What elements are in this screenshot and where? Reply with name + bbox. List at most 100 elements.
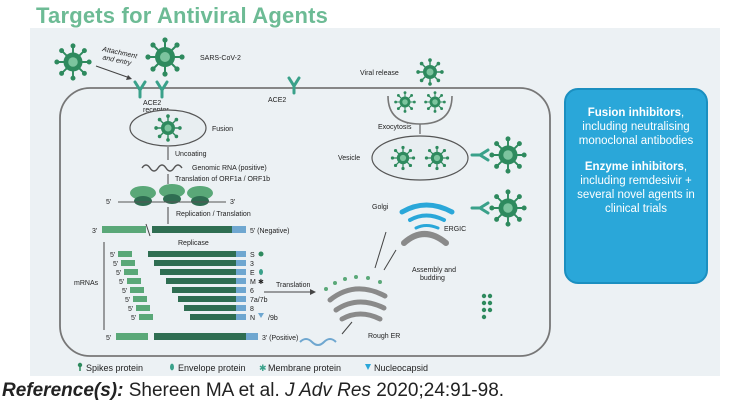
negative-label: 5' (Negative): [250, 228, 289, 235]
mrna-five-prime: 5': [131, 315, 136, 322]
virus-icon: [153, 113, 183, 143]
membrane-icon: ✱: [259, 364, 267, 374]
virus-label: SARS-CoV-2: [200, 55, 241, 62]
negative-three-prime: 3': [92, 228, 97, 235]
rough-er: [327, 286, 388, 322]
mrna-gene-label: M: [250, 279, 256, 286]
mrna-gene-label: 3: [250, 261, 254, 268]
envelope-icon: [170, 363, 174, 371]
ace2-receptor-icon: [133, 76, 301, 99]
translation-orf-label: Translation of ORF1a / ORF1b: [175, 176, 270, 183]
mrna-row: 5' E: [116, 269, 255, 277]
mrna-five-prime: 5': [110, 252, 115, 259]
mrna-gene-label: S: [250, 252, 255, 259]
attachment-label: Attachmentand entry: [99, 46, 139, 68]
ace2-label: ACE2: [268, 97, 286, 104]
mrna-row: 5' M: [119, 278, 256, 286]
golgi-organelle: [399, 202, 455, 230]
rough-er-label: Rough ER: [368, 333, 400, 340]
vesicle-label: Vesicle: [338, 155, 360, 162]
assembly-arrow: [383, 249, 397, 271]
fusion-inhibitors-text: Fusion inhibitors, including neutralisin…: [578, 107, 694, 147]
mrna-five-prime: 5': [113, 261, 118, 268]
entry-arrowhead: [126, 75, 132, 80]
golgi-label: Golgi: [372, 204, 389, 211]
nucleocapsid-icon: [365, 364, 371, 370]
mrna-five-prime: 5': [119, 279, 124, 286]
mrna-gene-label: 7a/7b: [250, 297, 268, 304]
positive-label: 3' (Positive): [262, 335, 298, 342]
positive-strand: [116, 333, 258, 340]
virus-icon: [488, 135, 528, 175]
mrna-row: 5' S: [110, 251, 255, 259]
translation-arrowhead: [310, 289, 316, 295]
er-arrow: [341, 321, 353, 335]
drug-targets-callout: Fusion inhibitors, including neutralisin…: [564, 88, 708, 284]
legend-label: Membrane protein: [268, 363, 341, 373]
five-prime-label: 5': [106, 199, 111, 206]
virus-icon: [144, 36, 186, 78]
uncoating-label: Uncoating: [175, 151, 207, 158]
three-prime-label: 3': [230, 199, 235, 206]
reference-line: Reference(s): Shereen MA et al. J Adv Re…: [2, 380, 505, 401]
membrane-icon: ✱: [258, 278, 264, 286]
mrna-gene-label: /9b: [268, 315, 278, 322]
legend-item: Envelope protein: [170, 363, 246, 373]
virus-icon: [53, 42, 93, 82]
legend: Spikes protein Envelope protein ✱Membrane …: [77, 362, 428, 374]
mrna-gene-label: 8: [250, 306, 254, 313]
mrna-five-prime: 5': [125, 297, 130, 304]
mrna-row: 5' N: [131, 314, 255, 322]
mrnas-label: mRNAs: [74, 280, 99, 287]
legend-item: Nucleocapsid: [365, 363, 428, 373]
enzyme-inhibitors-text: Enzyme inhibitors, including remdesivir …: [577, 161, 695, 215]
viral-release-label: Viral release: [360, 70, 399, 77]
fusion-label: Fusion: [212, 126, 233, 133]
mrna-five-prime: 5': [122, 288, 127, 295]
mrna-row: 5' 7a/7b: [125, 296, 268, 304]
legend-item: ✱Membrane protein: [259, 363, 341, 374]
mrna-bars: 5' S 5' 3 5' E 5' M 5' 6 5' 7a/7b 5' 8 5' N/9b ✱: [110, 251, 278, 322]
replicase-label: Replicase: [178, 240, 209, 247]
mrna-row: 5' 6: [122, 287, 254, 295]
nucleocapsid-icon: [258, 313, 264, 318]
mrna-gene-label: N: [250, 315, 255, 322]
virus-icon: [488, 188, 528, 228]
mrna-row: 5' 8: [128, 305, 254, 313]
mrna-gene-label: E: [250, 270, 255, 277]
golgi-arrow: [374, 231, 387, 269]
envelope-icon: [259, 269, 263, 275]
cell-outline: [59, 87, 551, 357]
virus-icon: [393, 90, 417, 114]
genomic-rna-label: Genomic RNA (positive): [192, 165, 267, 172]
entry-arrow: [95, 65, 131, 79]
virus-icon: [390, 145, 416, 171]
legend-label: Nucleocapsid: [374, 363, 428, 373]
ribosome-icon: [130, 184, 213, 206]
exocytosis-label: Exocytosis: [378, 124, 412, 131]
mrna-five-prime: 5': [128, 306, 133, 313]
translation-label: Translation: [276, 282, 310, 289]
page-title: Targets for Antiviral Agents: [36, 3, 329, 28]
release-membrane: [387, 95, 453, 125]
spike-icon: [258, 251, 264, 257]
virus-icon: [423, 90, 447, 114]
replication-label: Replication / Translation: [176, 211, 251, 218]
genomic-rna: [141, 164, 183, 172]
mrna-gene-label: 6: [250, 288, 254, 295]
virus-icon: [415, 57, 445, 87]
vesicle: [371, 135, 469, 181]
virus-icon: [424, 145, 450, 171]
mrna-row: 5' 3: [113, 260, 254, 268]
ace2-receptor-icon: [470, 148, 490, 215]
legend-label: Spikes protein: [86, 363, 143, 373]
protein-cluster: [481, 293, 493, 320]
ergic-organelle: [401, 231, 449, 246]
mrna-five-prime: 5': [116, 270, 121, 277]
legend-label: Envelope protein: [178, 363, 246, 373]
ergic-label: ERGIC: [444, 226, 466, 233]
legend-item: Spikes protein: [77, 362, 143, 373]
ribosome-dots: [324, 275, 382, 291]
